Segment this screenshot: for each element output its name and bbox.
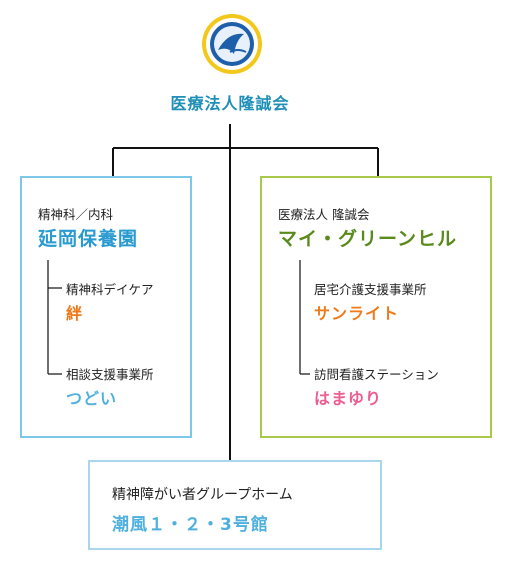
root-organization-name: 医療法人隆誠会 <box>170 94 290 113</box>
right-facility-box: 医療法人 隆誠会 マイ・グリーンヒル 居宅介護支援事業所 サンライト 訪問看護ス… <box>260 176 492 438</box>
left-item-1-name: 絆 <box>66 304 84 323</box>
left-facility-box: 精神科／内科 延岡保養園 精神科デイケア 絆 相談支援事業所 つどい <box>20 176 192 438</box>
left-item-1-label: 精神科デイケア <box>66 282 154 297</box>
bottom-facility-box: 精神障がい者グループホーム 潮風１・２・3号館 <box>88 460 382 550</box>
left-box-subtitle: 精神科／内科 <box>38 207 114 222</box>
right-box-title: マイ・グリーンヒル <box>278 228 458 250</box>
left-item-2-name: つどい <box>66 389 118 408</box>
right-item-2-label: 訪問看護ステーション <box>314 367 439 382</box>
bottom-box-subtitle: 精神障がい者グループホーム <box>112 487 293 503</box>
right-item-1-name: サンライト <box>314 304 400 323</box>
left-item-2-label: 相談支援事業所 <box>66 367 154 382</box>
left-box-title: 延岡保養園 <box>38 228 139 250</box>
right-box-subtitle: 医療法人 隆誠会 <box>278 207 370 222</box>
right-box-tree-lines <box>299 260 310 375</box>
right-item-2-name: はまゆり <box>314 389 383 408</box>
left-box-tree-lines <box>47 260 62 375</box>
organization-logo <box>200 12 264 76</box>
bottom-box-title: 潮風１・２・3号館 <box>112 515 269 535</box>
right-item-1-label: 居宅介護支援事業所 <box>314 282 427 297</box>
